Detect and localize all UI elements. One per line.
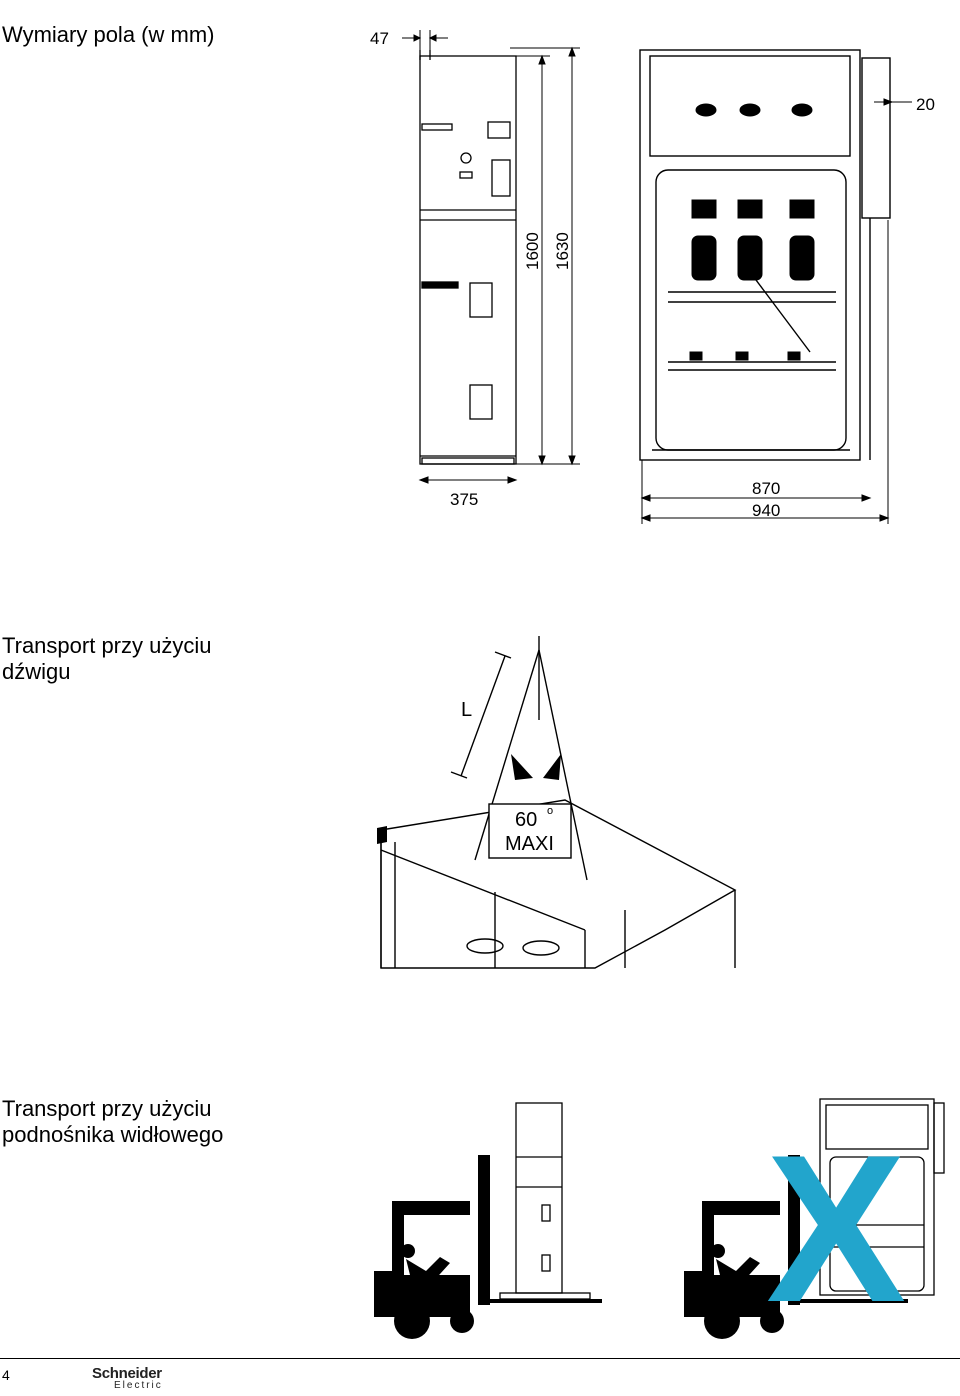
dimension-1600-label: 1600 (523, 232, 542, 270)
forbidden-x-mark: X (766, 1111, 906, 1346)
forklift-transport-heading: Transport przy użyciu podnośnika widłowe… (2, 1096, 224, 1147)
footer-divider (0, 1358, 960, 1359)
sling-max-label: MAXI (505, 833, 554, 855)
dimension-940-label: 940 (752, 501, 780, 520)
forklift-correct-drawing (374, 1102, 602, 1339)
degree-symbol: o (547, 805, 553, 817)
forklift-incorrect-drawing: X (684, 1098, 945, 1346)
sling-angle-label: 60 (515, 809, 537, 831)
dimension-20-label: 20 (916, 95, 935, 114)
dimension-47-label: 47 (370, 29, 389, 48)
dimension-1630-label: 1630 (553, 232, 572, 270)
sling-length-label: L (461, 699, 472, 721)
logo-sub-text: Electric (114, 1380, 163, 1391)
cabinet-side-view-drawing: 47 1600 1630 375 (370, 29, 580, 509)
logo-brand-text: Schneider (92, 1365, 162, 1382)
cabinet-front-view-drawing: 20 870 940 (639, 49, 935, 524)
crane-lifting-drawing: L 60 o MAXI (377, 636, 737, 969)
crane-transport-heading: Transport przy użyciu dźwigu (2, 633, 212, 684)
dimension-870-label: 870 (752, 479, 780, 498)
page-number: 4 (2, 1367, 10, 1383)
dimension-375-label: 375 (450, 490, 478, 509)
schneider-electric-logo: Schneider Electric (92, 1365, 182, 1393)
dimensions-heading: Wymiary pola (w mm) (2, 22, 215, 47)
